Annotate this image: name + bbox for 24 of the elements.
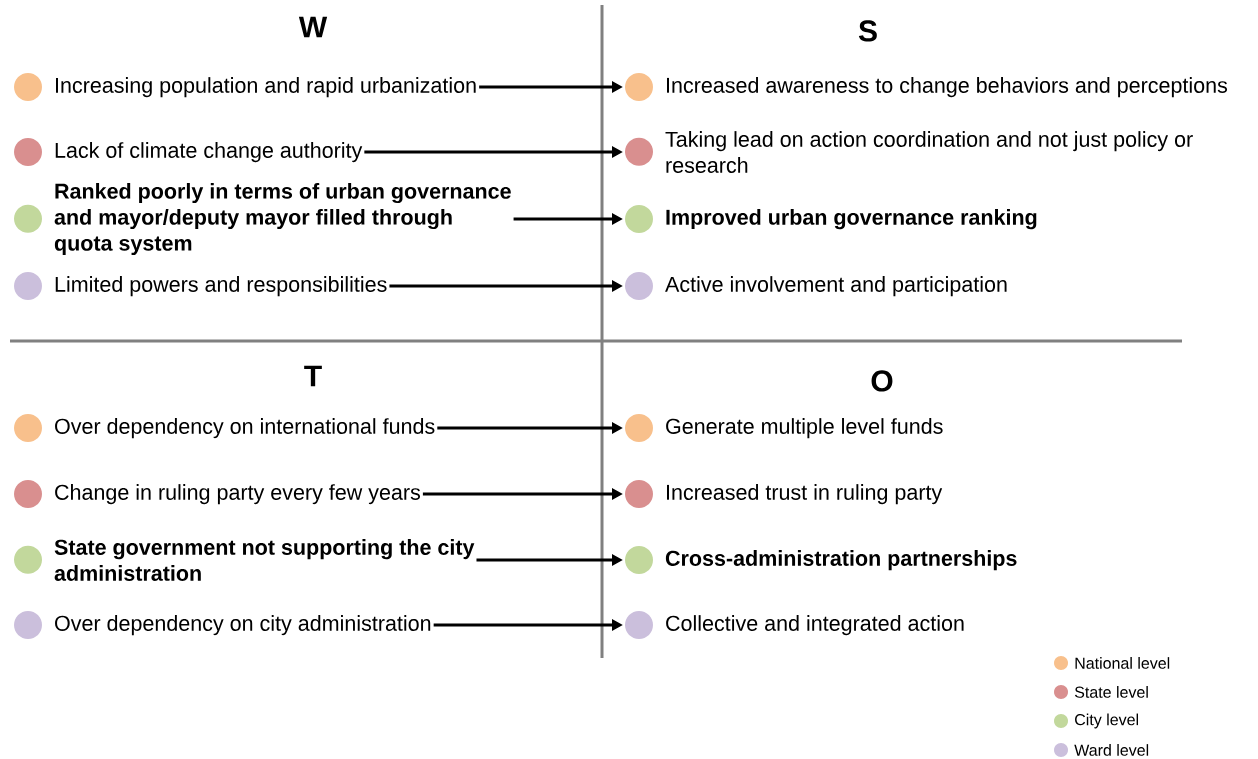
legend-label: National level [1075,657,1170,669]
quadrant-heading: O [871,370,893,392]
item-text: Increased awareness to change behaviors and perceptions [667,77,1228,98]
item-text: Limited powers and responsibilities [55,276,387,297]
quadrant-heading: S [858,20,877,42]
item-text: Collective and integrated action [666,615,964,636]
item-text: Over dependency on international funds [55,418,435,439]
item-text: Cross-administration partnerships [665,550,1017,571]
item-text: Taking lead on action coordination and not just policy or research [665,131,1193,173]
item-text: Ranked poorly in terms of urban governance and mayor/deputy mayor filled through quota system [54,183,511,255]
item-text: Improved urban governance ranking [666,209,1037,230]
quadrant-heading: T [304,365,322,387]
item-text: Generate multiple level funds [666,418,943,439]
item-text: Increasing population and rapid urbanization [56,77,476,98]
item-text: Change in ruling party every few years [55,484,420,505]
item-text: Over dependency on city administration [55,615,431,636]
item-text: Increased trust in ruling party [667,484,943,505]
quadrant-heading: W [298,16,328,38]
legend-label: State level [1074,686,1148,698]
legend-label: City level [1075,713,1138,729]
legend-label: Ward level [1074,744,1149,756]
item-text: Lack of climate change authority [55,142,363,163]
item-text: Active involvement and participation [665,276,1007,297]
item-text: State government not supporting the city administration [54,539,475,581]
